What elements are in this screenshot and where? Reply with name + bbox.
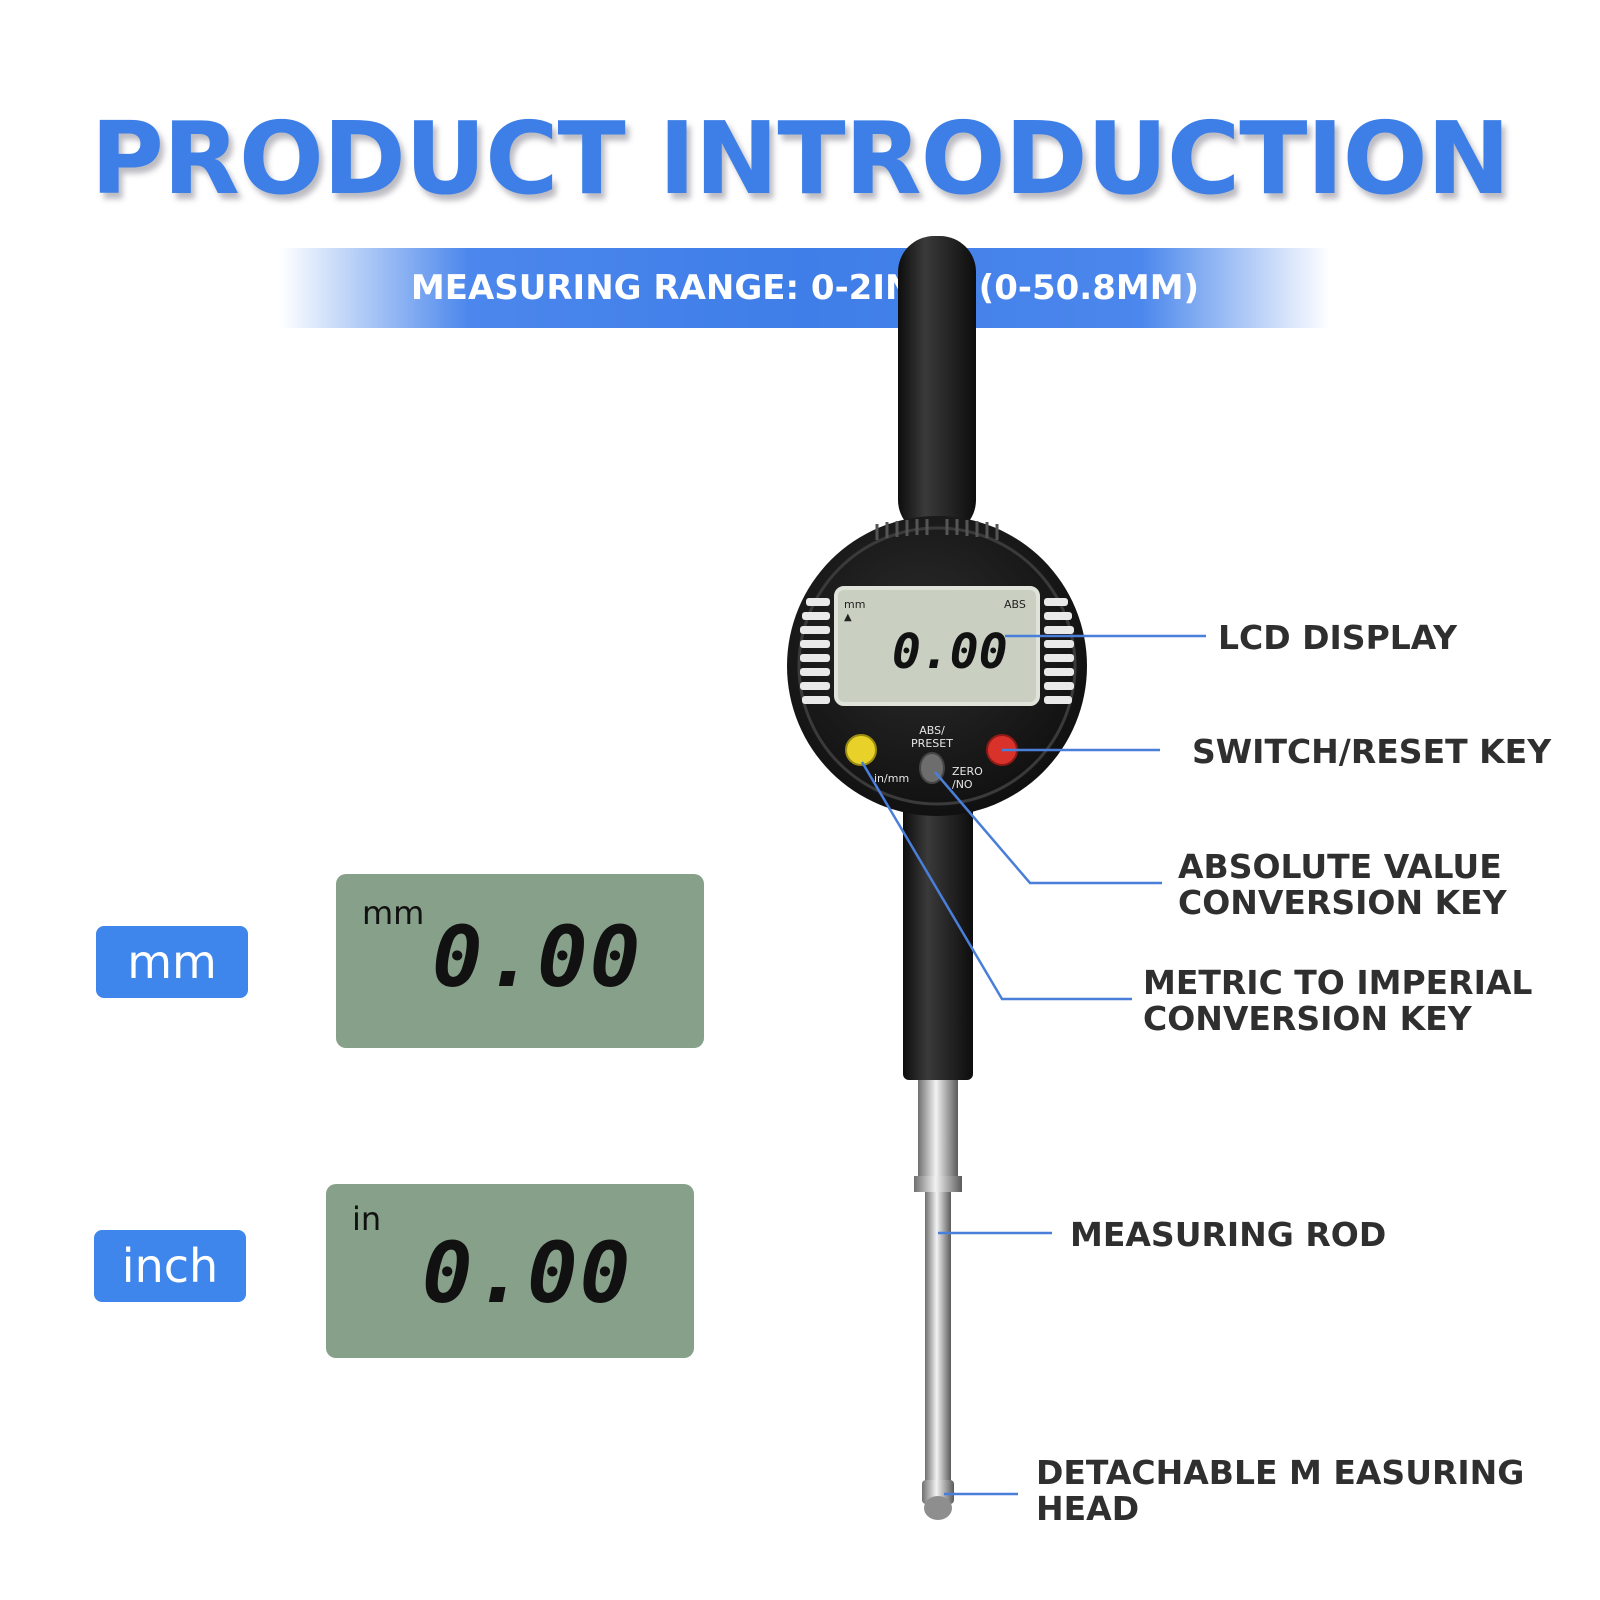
range-banner-text: MEASURING RANGE: 0-2INCH (0-50.8MM) [410,268,1200,308]
range-banner: MEASURING RANGE: 0-2INCH (0-50.8MM) [280,248,1330,328]
inch-lcd-example: in 0.00 [326,1184,694,1358]
measuring-rod-graphic [914,1080,962,1482]
callout-measuring-head-line1: DETACHABLE M EASURING [1036,1453,1525,1492]
inch-unit-button: inch [94,1230,246,1302]
callout-measuring-rod: MEASURING ROD [1070,1215,1387,1254]
unit-toggle-button[interactable] [845,734,877,766]
inch-lcd-unit: in [352,1200,382,1238]
zero-button-label-line2: /NO [952,778,973,791]
callout-absolute-value-line1: ABSOLUTE VALUE [1178,847,1502,886]
callout-metric-imperial-line2: CONVERSION KEY [1143,999,1472,1038]
callout-measuring-head-line2: HEAD [1036,1489,1140,1528]
zero-button-label-line1: ZERO [952,765,983,778]
abs-button-label-line1: ABS/ [919,724,945,737]
mm-unit-button: mm [96,926,248,998]
page-title: PRODUCT INTRODUCTION [90,100,1511,217]
callout-absolute-value-line2: CONVERSION KEY [1178,883,1507,922]
mm-lcd-reading: 0.00 [432,908,643,1006]
measuring-head-graphic [922,1480,954,1520]
bottom-stem [903,800,973,1080]
callout-switch-reset-key: SWITCH/RESET KEY [1192,732,1552,771]
inch-lcd-reading: 0.00 [422,1224,633,1322]
device-lcd-mode: ABS [1004,598,1026,611]
callout-metric-imperial-line1: METRIC TO IMPERIAL [1143,963,1533,1002]
device-lcd-pointer-icon: ▲ [844,612,852,623]
mm-lcd-example: mm 0.00 [336,874,704,1048]
device-lcd-reading: 0.00 [892,624,1008,680]
mm-lcd-unit: mm [362,894,425,932]
callout-lcd-display: LCD DISPLAY [1218,618,1458,657]
abs-button-label-line2: PRESET [911,737,953,750]
unit-button-label: in/mm [874,772,909,785]
device-lcd-unit: mm [844,598,865,611]
callout-lines [860,634,1206,1496]
top-stem [898,236,976,536]
